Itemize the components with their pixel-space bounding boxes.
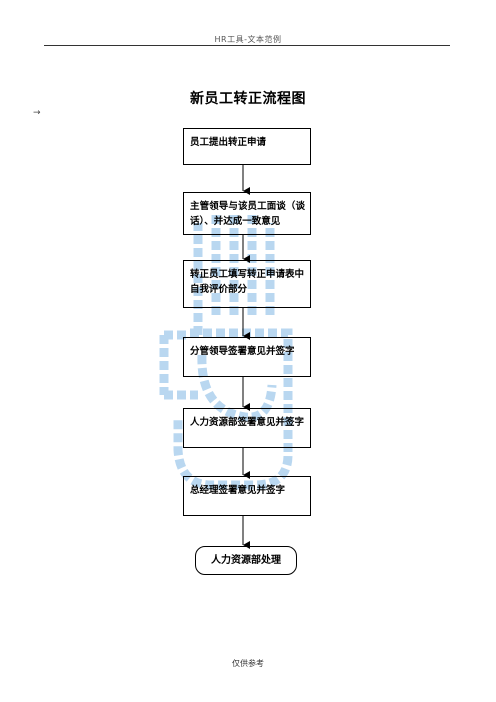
paragraph-mark: → <box>33 108 41 118</box>
header-rule <box>44 45 450 46</box>
page-footer-text: 仅供参考 <box>232 659 264 668</box>
page-header-text: HR工具-文本范例 <box>214 35 282 44</box>
watermark-hand-icon <box>159 211 293 490</box>
flow-step-4: 分管领导签署意见并签字 <box>183 337 311 377</box>
flow-step-2: 主管领导与该员工面谈（谈话）、并达成一致意见 <box>183 192 311 235</box>
diagram-title: 新员工转正流程图 <box>190 91 306 107</box>
flow-terminal: 人力资源部处理 <box>195 546 297 575</box>
flow-step-3: 转正员工填写转正申请表中自我评价部分 <box>183 260 311 308</box>
flow-step-6: 总经理签署意见并签字 <box>183 476 311 516</box>
flow-step-5: 人力资源部签署意见并签字 <box>183 408 311 448</box>
flow-step-1: 员工提出转正申请 <box>183 128 311 165</box>
